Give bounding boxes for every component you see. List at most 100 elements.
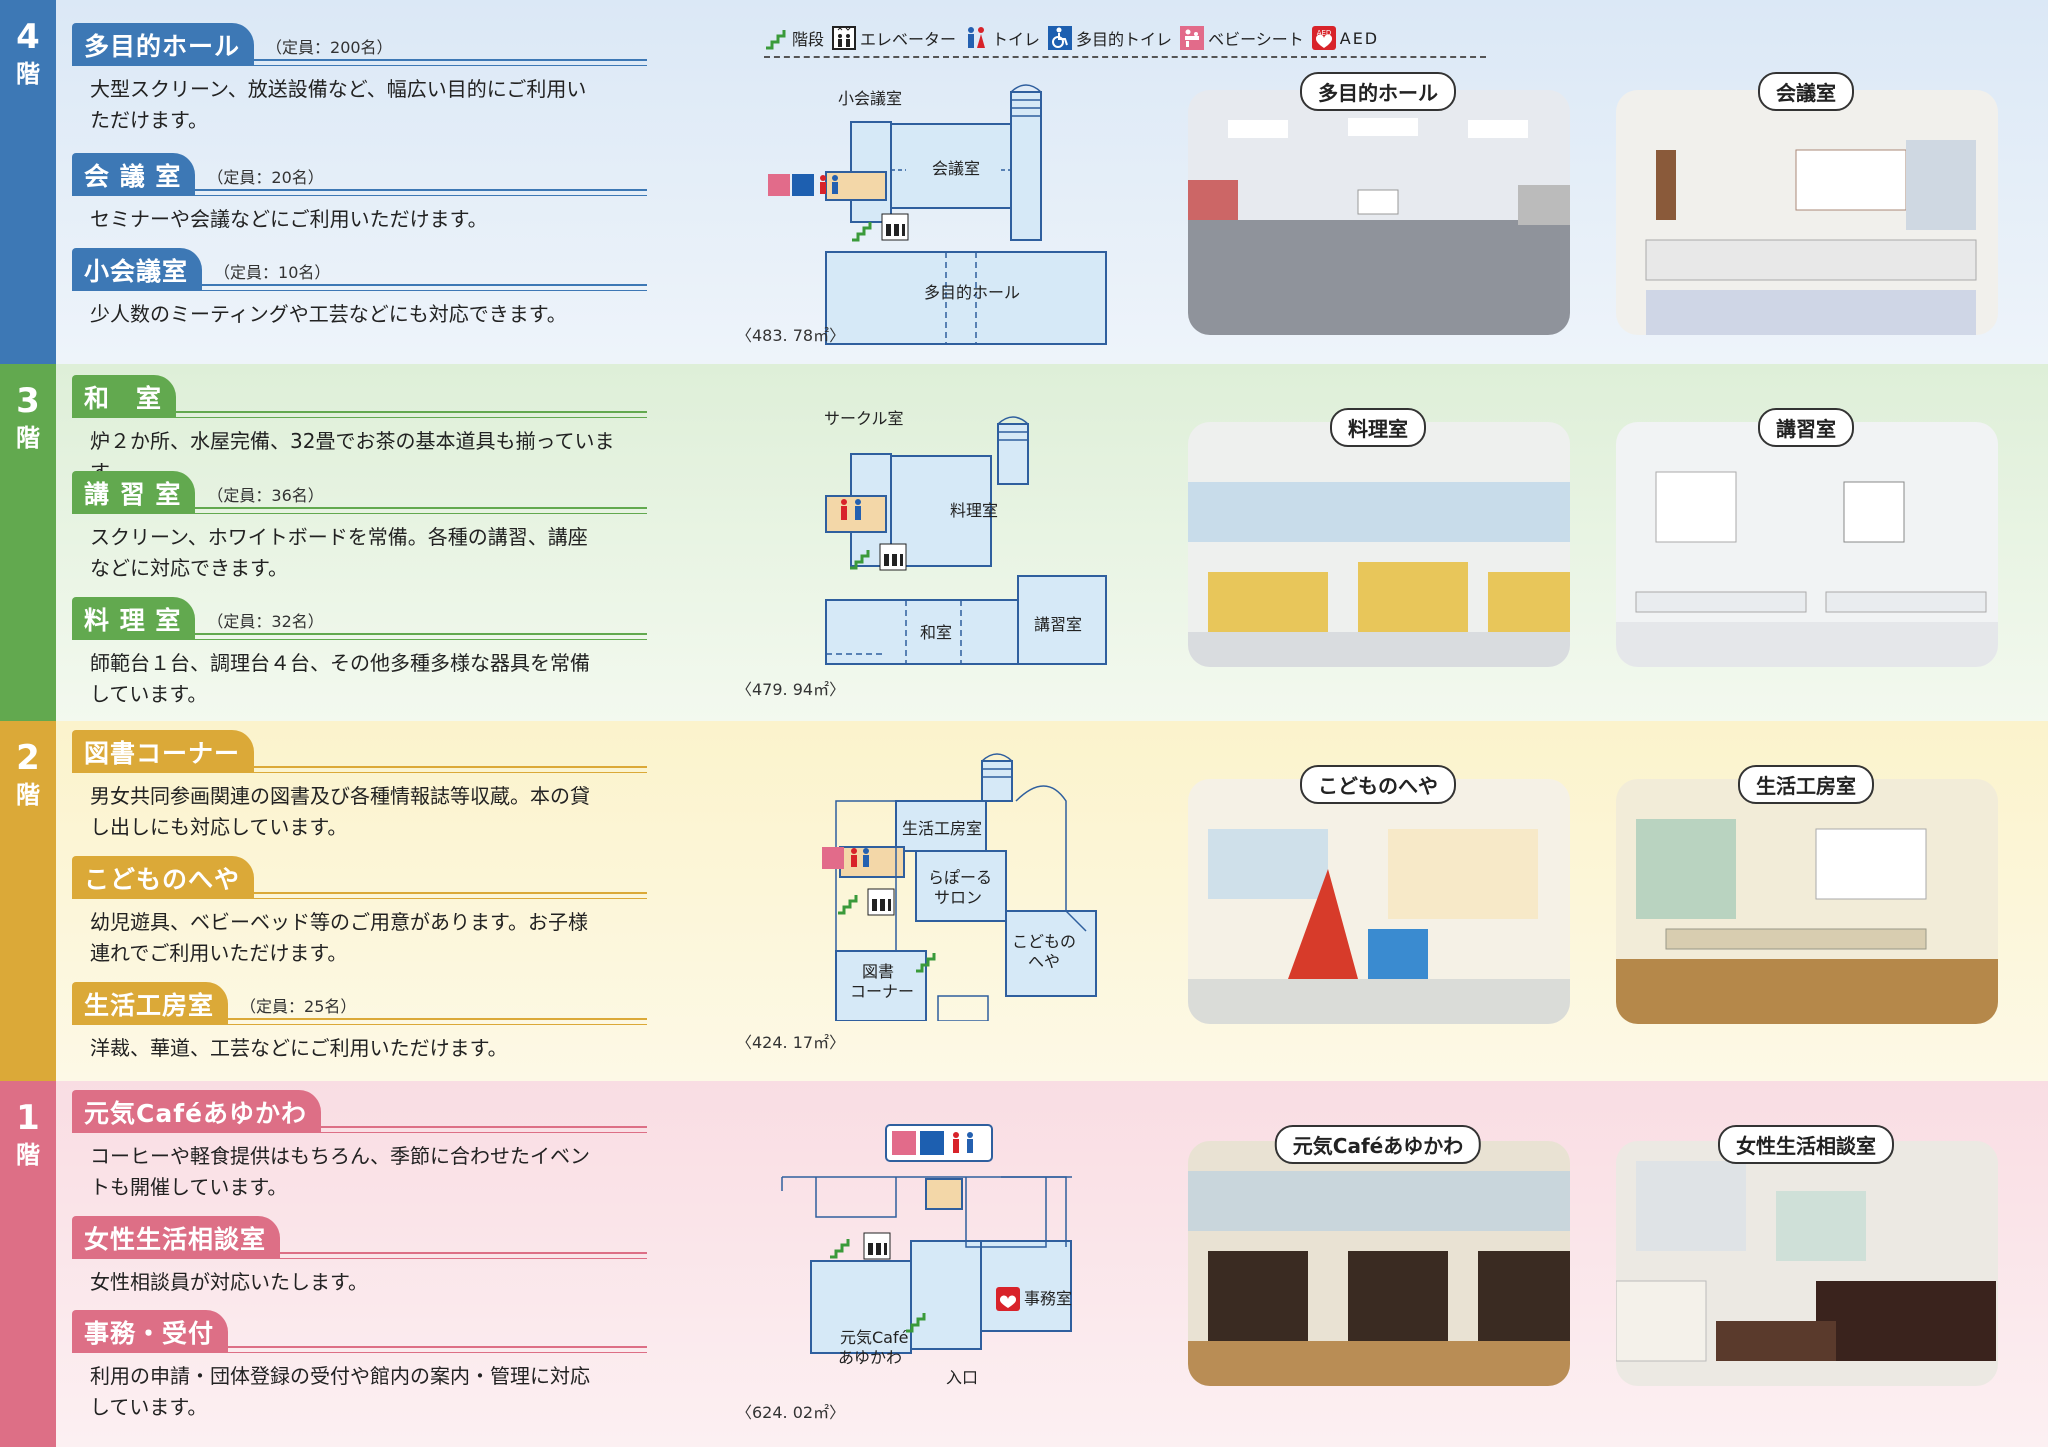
photo-label: 多目的ホール	[1300, 72, 1456, 111]
plan-label: 事務室	[1024, 1289, 1072, 1308]
room-small-meeting-room: 小会議室 （定員：10名） 少人数のミーティングや工芸などにも対応できます。	[72, 248, 647, 330]
room-lecture-room: 講 習 室（定員：36名） スクリーン、ホワイトボードを常備。各種の講習、講座な…	[72, 471, 647, 584]
plan-label: らぽーる	[928, 868, 992, 887]
room-description: 洋裁、華道、工芸などにご利用いただけます。	[90, 1036, 508, 1060]
photo-multipurpose-hall	[1188, 90, 1570, 335]
room-japanese-room: 和 室 炉２か所、水屋完備、32畳でお茶の基本道具も揃っています。	[72, 375, 647, 488]
floor-tab: 3 階	[0, 364, 56, 721]
room-cafe: 元気Caféあゆかわ コーヒーや軽食提供はもちろん、季節に合わせたイベントも開催…	[72, 1090, 647, 1203]
room-kids-room: こどものへや 幼児遊具、ベビーベッド等のご用意があります。お子様連れでご利用いた…	[72, 856, 647, 969]
baby-seat-icon	[1180, 26, 1205, 50]
plan-label: 小会議室	[838, 89, 902, 108]
floor-1-section: 1 階 元気Caféあゆかわ コーヒーや軽食提供はもちろん、季節に合わせたイベン…	[0, 1081, 2048, 1447]
room-meeting-room: 会 議 室 （定員：20名） セミナーや会議などにご利用いただけます。	[72, 153, 647, 235]
plan-stairs-icon	[906, 1313, 926, 1333]
room-description: 少人数のミーティングや工芸などにも対応できます。	[90, 302, 567, 326]
floor-number: 4	[16, 17, 40, 57]
floor-suffix: 階	[16, 1141, 40, 1169]
photo-label: 元気Caféあゆかわ	[1274, 1125, 1482, 1164]
photo-cafe	[1188, 1141, 1570, 1386]
room-description: 炉２か所、水屋完備、32畳でお茶の基本道具も揃っています。	[90, 429, 615, 484]
floor-suffix: 階	[16, 60, 40, 88]
plan-stairs-icon	[850, 550, 870, 570]
photo-label: 女性生活相談室	[1718, 1125, 1894, 1164]
floor-plan-3f: サークル室 料理室 和室 講習室	[824, 409, 1107, 665]
plan-label: あゆかわ	[838, 1348, 902, 1367]
plan-label: 講習室	[1034, 615, 1082, 634]
plan-elevator-icon	[867, 888, 895, 916]
room-women-consultation: 女性生活相談室 女性相談員が対応いたします。	[72, 1216, 647, 1298]
legend-item-toilet: トイレ	[964, 26, 1040, 50]
floor-suffix: 階	[16, 424, 40, 452]
room-name: 事務・受付	[72, 1310, 229, 1353]
plan-stairs-icon	[830, 1239, 850, 1259]
photo-label: 講習室	[1758, 408, 1854, 447]
room-description: 幼児遊具、ベビーベッド等のご用意があります。お子様連れでご利用いただけます。	[90, 910, 588, 965]
plan-label: 入口	[946, 1368, 978, 1387]
room-name: こどものへや	[72, 856, 255, 899]
plan-label: コーナー	[850, 982, 914, 1001]
photo-lecture-room	[1616, 422, 1998, 667]
floor-plan-1f: 元気Café あゆかわ 事務室 入口	[781, 1124, 1072, 1387]
plan-toilet-icons	[892, 1131, 973, 1155]
photo-meeting-room	[1616, 90, 1998, 335]
floor-area: 〈624. 02㎡〉	[736, 1403, 846, 1422]
plan-elevator-icon	[879, 543, 907, 571]
plan-toilet-icons	[822, 847, 869, 869]
photo-craft-studio	[1616, 779, 1998, 1024]
room-name: 図書コーナー	[72, 730, 255, 773]
room-craft-studio: 生活工房室（定員：25名） 洋裁、華道、工芸などにご利用いただけます。	[72, 982, 647, 1064]
aed-icon: AED	[1311, 26, 1336, 50]
plan-toilet-icons	[841, 499, 861, 520]
plan-elevator-icon	[863, 1232, 891, 1260]
legend-item-baby-seat: ベビーシート	[1180, 26, 1304, 50]
room-name: 料 理 室	[72, 597, 196, 640]
room-description: セミナーや会議などにご利用いただけます。	[90, 207, 488, 231]
floor-area: 〈424. 17㎡〉	[736, 1033, 846, 1052]
plan-stairs-icon	[916, 953, 936, 973]
legend-item-accessible-toilet: 多目的トイレ	[1048, 26, 1172, 50]
photo-label: こどものへや	[1300, 765, 1456, 804]
room-name: 小会議室	[72, 248, 203, 291]
accessible-toilet-icon	[1048, 26, 1073, 50]
room-capacity: （定員：25名）	[240, 997, 357, 1016]
room-name: 和 室	[72, 375, 177, 418]
room-description: スクリーン、ホワイトボードを常備。各種の講習、講座などに対応できます。	[90, 525, 588, 580]
room-name: 会 議 室	[72, 153, 196, 196]
svg-text:AED: AED	[1316, 29, 1331, 37]
room-name: 元気Caféあゆかわ	[72, 1090, 322, 1133]
plan-label: サークル室	[824, 409, 904, 428]
plan-label: 和室	[920, 623, 952, 642]
floor-number: 3	[16, 381, 40, 421]
room-capacity: （定員：10名）	[214, 263, 331, 282]
room-description: 利用の申請・団体登録の受付や館内の案内・管理に対応しています。	[90, 1364, 590, 1419]
photo-label: 料理室	[1330, 408, 1426, 447]
floor-number: 2	[16, 738, 40, 778]
floor-2-section: 2 階 図書コーナー 男女共同参画関連の図書及び各種情報誌等収蔵。本の貸し出しに…	[0, 721, 2048, 1081]
room-capacity: （定員：20名）	[207, 168, 324, 187]
plan-label: 図書	[862, 962, 894, 981]
floor-tab: 4 階	[0, 0, 56, 364]
plan-stairs-icon	[838, 895, 858, 915]
room-capacity: （定員：200名）	[266, 38, 393, 57]
plan-toilet-icons	[768, 174, 838, 196]
plan-aed-icon	[996, 1287, 1020, 1311]
plan-label: こどもの	[1012, 932, 1076, 951]
room-office-reception: 事務・受付 利用の申請・団体登録の受付や館内の案内・管理に対応しています。	[72, 1310, 647, 1423]
plan-label: 元気Café	[840, 1328, 908, 1347]
room-library-corner: 図書コーナー 男女共同参画関連の図書及び各種情報誌等収蔵。本の貸し出しにも対応し…	[72, 730, 647, 843]
room-description: 大型スクリーン、放送設備など、幅広い目的にご利用いただけます。	[90, 77, 587, 132]
room-description: コーヒーや軽食提供はもちろん、季節に合わせたイベントも開催しています。	[90, 1144, 590, 1199]
floor-plan-4f: 小会議室 会議室 多目的ホール	[768, 84, 1107, 345]
photo-consultation-room	[1616, 1141, 1998, 1386]
photo-label: 会議室	[1758, 72, 1854, 111]
floor-area: 〈479. 94㎡〉	[736, 680, 846, 699]
toilet-icon	[964, 26, 988, 50]
plan-label: サロン	[934, 888, 982, 907]
floor-suffix: 階	[16, 781, 40, 809]
floor-area: 〈483. 78㎡〉	[736, 326, 846, 345]
legend-item-elevator: エレベーター	[832, 26, 956, 50]
floor-4-section: 4 階 多目的ホール （定員：200名） 大型スクリーン、放送設備など、幅広い目的…	[0, 0, 2048, 364]
photo-cooking-room	[1188, 422, 1570, 667]
